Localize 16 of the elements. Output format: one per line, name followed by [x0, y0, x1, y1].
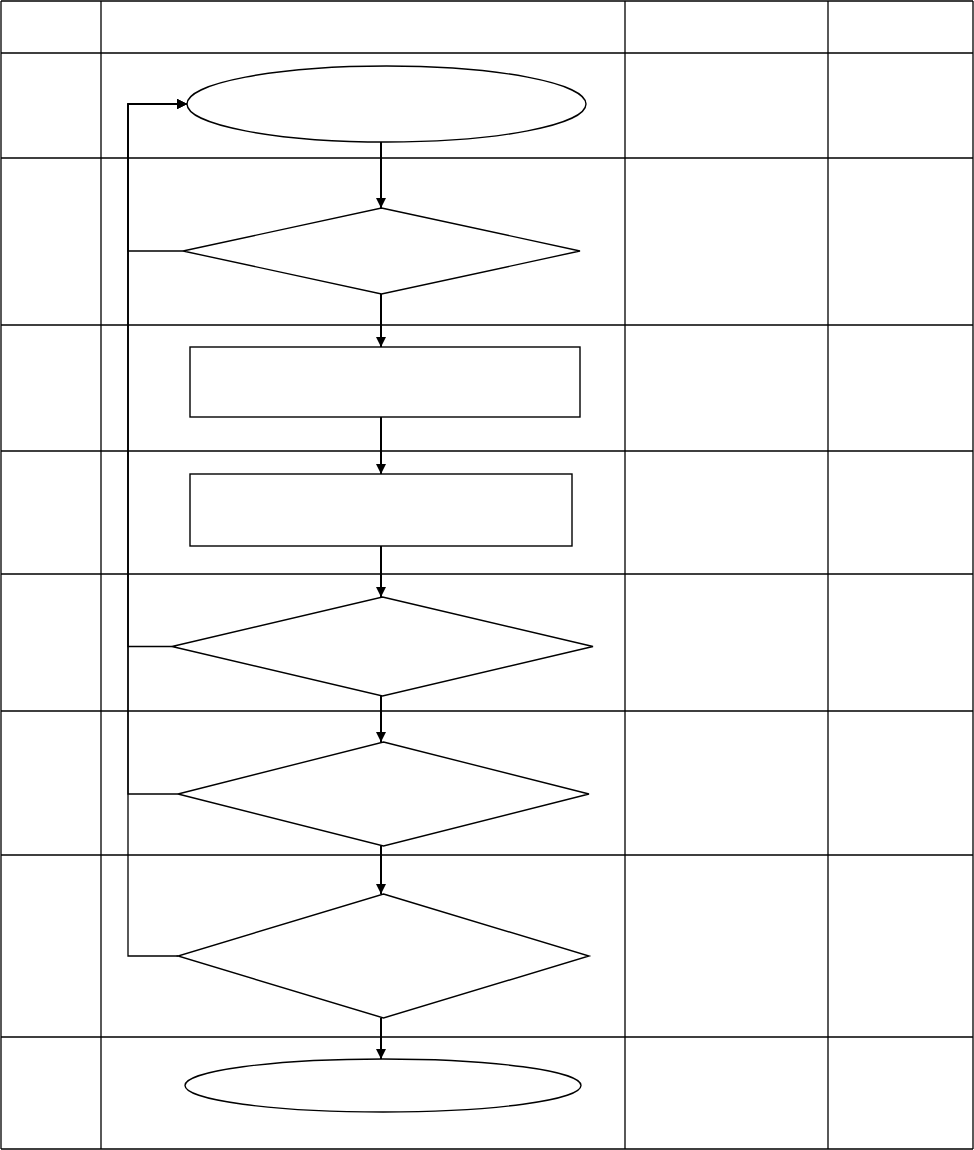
- decision-diamond: [178, 894, 589, 1018]
- arrow: [376, 845, 386, 895]
- arrow: [376, 416, 386, 475]
- decision-diamond: [172, 597, 593, 696]
- arrow: [376, 545, 386, 598]
- decision-diamond: [183, 208, 580, 294]
- decision-diamond: [178, 742, 589, 846]
- terminator-oval: [187, 66, 586, 142]
- process-box: [190, 474, 572, 546]
- arrow: [376, 293, 386, 348]
- arrow: [376, 695, 386, 743]
- terminator-oval: [185, 1059, 581, 1112]
- arrow: [376, 1017, 386, 1060]
- arrow: [376, 141, 386, 209]
- arrow: [127, 99, 188, 957]
- process-box: [190, 347, 580, 417]
